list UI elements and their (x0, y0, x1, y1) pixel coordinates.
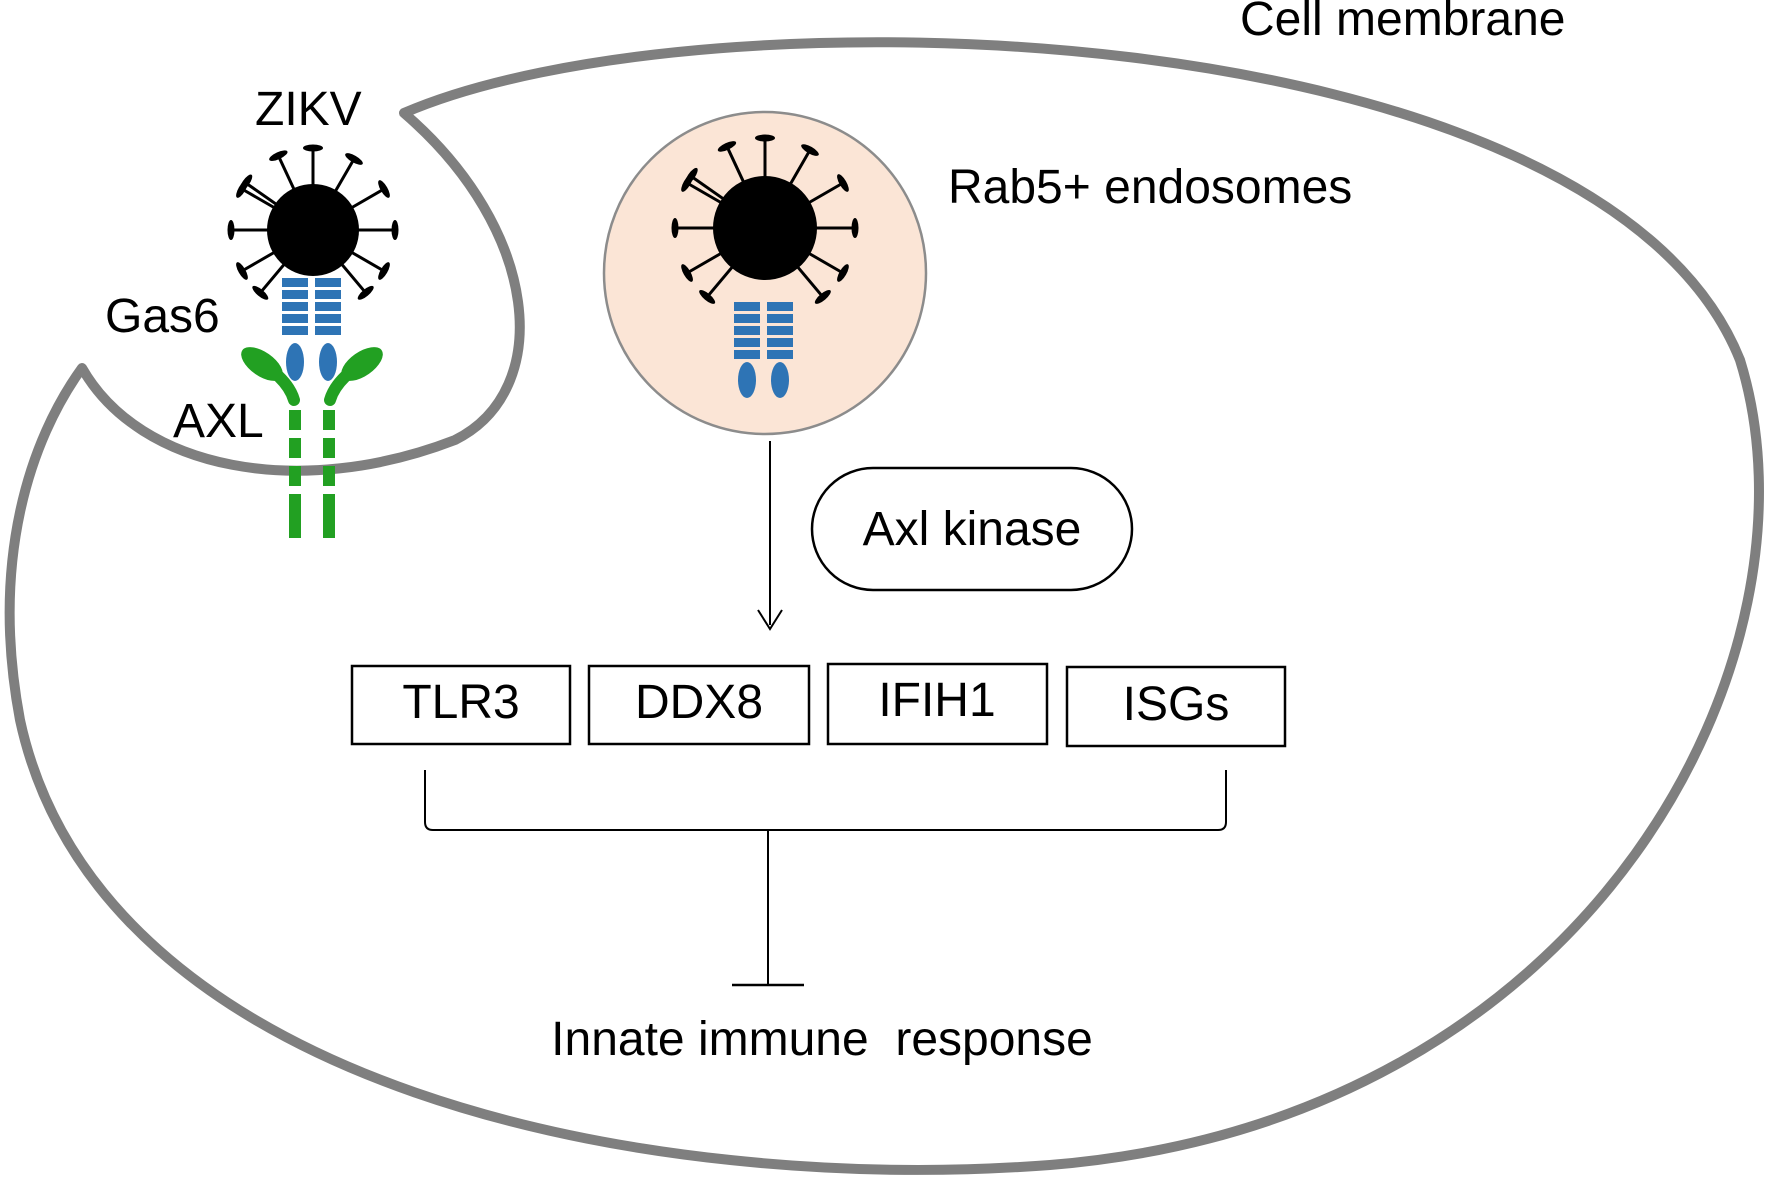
virus-spike (807, 251, 844, 275)
virus-spike-cap (814, 289, 831, 304)
gene-box-ifih1: IFIH1 (826, 662, 1049, 746)
virus-spike (795, 265, 824, 298)
virus-spike-cap (357, 285, 374, 300)
virus-spike (333, 158, 356, 193)
virus-spike-cap (378, 180, 390, 198)
axl-receptor-icon (241, 347, 383, 538)
virus-spike-cap (345, 153, 363, 165)
gene-group-bracket (424, 770, 1227, 831)
virus-spike (807, 181, 844, 205)
gene-label: IFIH1 (878, 674, 995, 727)
virus-spike (276, 155, 296, 191)
virus-spike-cap (303, 144, 323, 152)
gene-label: DDX8 (635, 676, 763, 729)
axl-kinase-pill (810, 466, 1134, 592)
virus-body (267, 184, 359, 276)
virus-spike-cap (252, 285, 269, 300)
innate-immune-response-label: Innate immune response (551, 1013, 1093, 1066)
gene-label: TLR3 (402, 676, 519, 729)
virus-spike (241, 187, 276, 210)
virus-spike-cap (717, 141, 737, 152)
virus-spike-cap (851, 218, 859, 238)
gas6-protein-icon (282, 278, 341, 381)
zikv-virus-icon (227, 144, 399, 300)
virus-spike-cap (837, 174, 849, 192)
cell-membrane-label: Cell membrane (1240, 0, 1565, 46)
endosome-gas6-protein-icon (734, 302, 793, 398)
virus-spike-cap (699, 289, 716, 304)
gene-box-ddx8: DDX8 (587, 664, 811, 746)
virus-spike (350, 187, 385, 210)
gene-box-isgs: ISGs (1065, 665, 1287, 748)
virus-spike-cap (681, 174, 693, 192)
cell-membrane (4, 37, 1764, 1175)
virus-body (713, 176, 817, 280)
virus-spike-cap (378, 262, 390, 280)
virus-spike (725, 145, 746, 184)
axl-label: AXL (173, 395, 264, 448)
gene-box-row: TLR3 DDX8 IFIH1 ISGs (350, 662, 1287, 748)
virus-spike (686, 251, 723, 275)
endosome-zikv-virus-icon (671, 134, 859, 304)
virus-spike-cap (837, 264, 849, 282)
gene-label: ISGs (1123, 678, 1230, 731)
virus-spike-cap (227, 220, 235, 240)
virus-spike-cap (755, 134, 775, 142)
virus-spike (259, 262, 286, 294)
virus-spike (350, 250, 385, 273)
virus-spike-cap (269, 150, 288, 161)
virus-spike-cap (391, 220, 399, 240)
virus-spike-cap (681, 264, 693, 282)
virus-spike (241, 250, 276, 273)
virus-spike (706, 265, 735, 298)
virus-spike (690, 175, 725, 201)
virus-spike-cap (236, 180, 248, 198)
gas6-label: Gas6 (105, 290, 220, 343)
virus-spike (244, 181, 278, 206)
virus-spike-cap (236, 262, 248, 280)
signal-arrow-head (757, 609, 783, 631)
virus-spike-cap (801, 144, 819, 156)
endosome-label: Rab5+ endosomes (948, 161, 1352, 214)
gene-box-tlr3: TLR3 (350, 664, 572, 746)
virus-spike (686, 181, 723, 205)
axl-kinase-label: Axl kinase (863, 503, 1082, 556)
zikv-label: ZIKV (255, 83, 362, 136)
virus-spike (340, 262, 367, 294)
virus-spike-cap (671, 218, 679, 238)
virus-spike (788, 149, 812, 186)
